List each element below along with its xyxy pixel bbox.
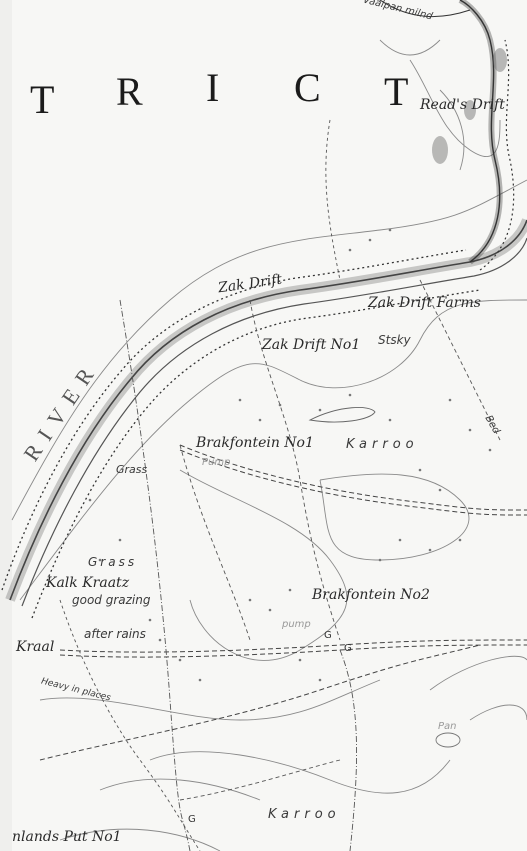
karroo-label-2: Karroo	[268, 807, 341, 822]
grass-label-1: Grass	[116, 463, 148, 476]
contour-lines	[11, 39, 527, 851]
reads-drift-label: Read's Drift	[420, 97, 505, 113]
brakfontein-no1-label: Brakfontein No1	[196, 435, 314, 451]
inlands-put-label: nlands Put No1	[12, 829, 122, 845]
grass-label-2: Grass	[88, 555, 138, 569]
kraal-label: Kraal	[16, 639, 55, 655]
pan-label: Pan	[438, 721, 457, 732]
district-letter-t2: T	[384, 69, 409, 114]
rocky-area	[432, 48, 507, 164]
upper-river	[379, 0, 515, 271]
after-rains-label: after rains	[84, 627, 146, 641]
marker-g-3: G	[188, 814, 196, 825]
pan-outline	[435, 732, 461, 748]
tracks	[59, 119, 501, 851]
marker-g-2: G	[344, 643, 352, 654]
brakfontein-no2-label: Brakfontein No2	[312, 587, 430, 603]
zak-drift-farms-label: Zak Drift Farms	[368, 295, 481, 311]
left-margin	[0, 0, 12, 851]
scrub-dots	[88, 228, 492, 682]
zak-drift-no1-label: Zak Drift No1	[262, 337, 361, 353]
good-grazing-label: good grazing	[72, 593, 151, 607]
roads	[39, 444, 527, 761]
pan-loop	[308, 407, 376, 423]
marker-g-1: G	[324, 630, 332, 641]
pump-label-1: Pump	[202, 457, 231, 468]
pump-label-2: pump	[282, 619, 311, 630]
kalk-kraantz-label: Kalk Kraatz	[46, 575, 130, 591]
district-letter-r: R	[116, 69, 143, 114]
zak-drift-no1-suffix: Stsky	[378, 333, 411, 347]
district-letter-t1: T	[30, 77, 55, 122]
karroo-label-1: Karroo	[346, 437, 419, 452]
district-letter-i: I	[206, 65, 220, 110]
district-letter-c: C	[294, 65, 321, 110]
